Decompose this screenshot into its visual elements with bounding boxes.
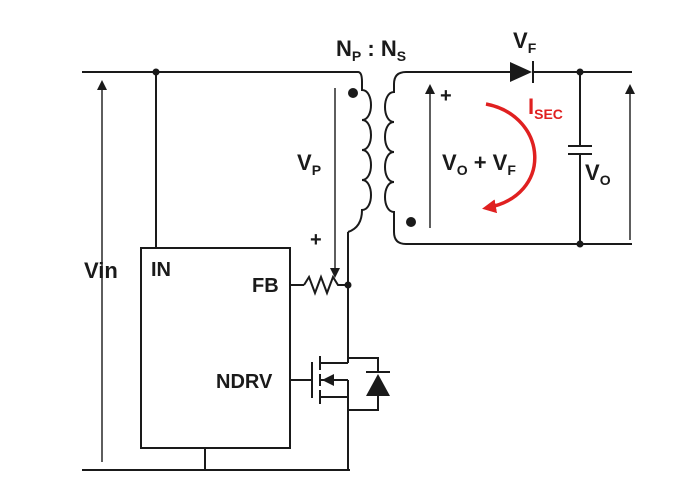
- controller-ic: [140, 247, 291, 449]
- vp-label: VP: [297, 150, 321, 178]
- ic-fb-pin-label: FB: [252, 275, 279, 297]
- primary-top-bend: [357, 71, 363, 83]
- vo-plus-vf-label: VO + VF: [442, 150, 516, 178]
- turns-ratio-label: NP : NS: [336, 36, 406, 64]
- output-diode: [510, 61, 534, 83]
- secondary-top-bend: [393, 71, 407, 85]
- vo-label: VO: [585, 160, 611, 188]
- output-capacitor: [568, 72, 592, 244]
- ic-in-pin-label: IN: [151, 259, 171, 281]
- ic-ndrv-pin-label: NDRV: [216, 371, 273, 393]
- vf-label: VF: [513, 28, 537, 56]
- secondary-plus-sign: +: [440, 85, 452, 107]
- junction-dot: [152, 68, 160, 76]
- fb-resistor: [303, 274, 348, 296]
- vin-label: Vin: [84, 258, 118, 283]
- secondary-winding: [384, 84, 407, 245]
- mosfet-switch: [290, 348, 390, 411]
- primary-winding: [347, 82, 372, 233]
- secondary-polarity-dot: [406, 217, 416, 227]
- isec-label: ISEC: [528, 94, 563, 122]
- primary-plus-sign: +: [310, 229, 322, 251]
- isec-arrow: [482, 102, 537, 214]
- primary-polarity-dot: [348, 88, 358, 98]
